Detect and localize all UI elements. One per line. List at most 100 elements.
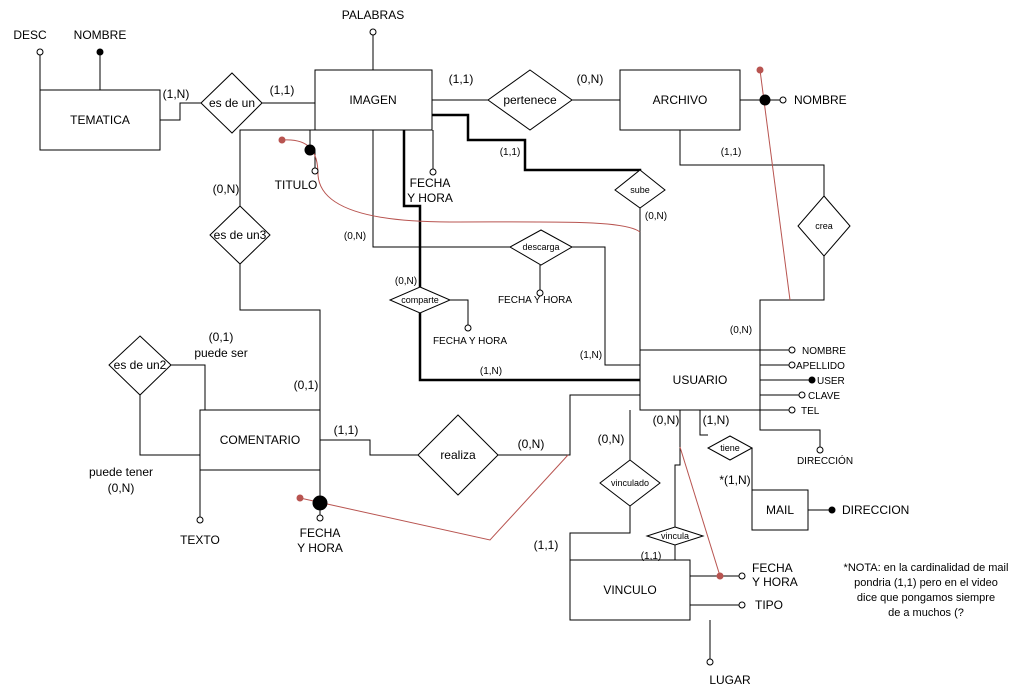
entity-comentario-label: COMENTARIO xyxy=(220,433,300,447)
rel-es-de-un2-label: es de un2 xyxy=(114,358,167,372)
line-vinculado-vinculo xyxy=(569,506,631,560)
attr-fecha-imagen-line1: FECHA xyxy=(410,176,451,190)
annotation-fecha-vinculo xyxy=(679,446,721,577)
rel-vincula-label: vincula xyxy=(661,531,689,541)
attr-marker-titulo xyxy=(311,167,319,175)
card-archivo-pertenece: (0,N) xyxy=(577,72,604,86)
attr-usuario-tel: TEL xyxy=(801,406,820,417)
card-usuario-tiene: (1,N) xyxy=(703,413,730,427)
rel-realiza[interactable] xyxy=(417,414,499,496)
attr-tipo: TIPO xyxy=(755,598,783,612)
attr-mail-direccion: DIRECCION xyxy=(842,503,909,517)
relationship-diamonds xyxy=(108,69,851,546)
attr-marker-desc xyxy=(36,48,44,56)
rel-comparte-label: comparte xyxy=(401,295,439,305)
attr-fecha-vinculo-line1: FECHA xyxy=(752,561,793,575)
rel-pertenece[interactable] xyxy=(487,69,573,131)
attr-usuario-apellido: APELLIDO xyxy=(796,361,845,372)
attr-fecha-descarga: FECHA Y HORA xyxy=(498,295,572,306)
line-comentario-realiza xyxy=(320,439,418,456)
rel-pertenece-label: pertenece xyxy=(503,93,557,107)
cardinality-labels: (1,N) (1,1) (1,1) (0,N) (1,1) (0,N) (1,1… xyxy=(89,72,752,562)
line-imagen-descarga xyxy=(372,130,510,248)
card-imagen-es-de-un: (1,1) xyxy=(270,83,295,97)
card-tematica-es-de-un: (1,N) xyxy=(163,87,190,101)
rel-es-de-un2[interactable] xyxy=(108,335,172,396)
card-imagen-descarga: (0,N) xyxy=(344,231,366,242)
attr-marker-palabras xyxy=(369,28,377,36)
relationship-labels: es de un pertenece sube crea es de un3 d… xyxy=(114,93,833,541)
attr-marker-fecha-comentario xyxy=(316,514,324,522)
entity-archivo-label: ARCHIVO xyxy=(653,93,708,107)
line-attr-fecha-comparte xyxy=(450,299,469,325)
rel-crea[interactable] xyxy=(797,195,851,257)
entity-tematica[interactable] xyxy=(39,89,161,151)
line-usuario-tiene xyxy=(699,410,708,436)
attr-marker-nombre-tematica xyxy=(96,48,104,56)
attr-marker-titulo-key xyxy=(304,144,316,156)
entity-comentario[interactable] xyxy=(199,409,321,471)
attribute-markers xyxy=(36,28,836,666)
attr-texto: TEXTO xyxy=(180,533,220,547)
rel-sube-label: sube xyxy=(630,185,650,195)
attr-marker-archivo-key xyxy=(759,94,771,106)
attr-marker-mail-direccion xyxy=(828,506,836,514)
rel-descarga[interactable] xyxy=(508,229,574,266)
rel-es-de-un-label: es de un xyxy=(209,96,255,110)
card-vinculo-vinculado: (1,1) xyxy=(534,538,559,552)
line-archivo-crea xyxy=(679,130,825,196)
attr-titulo: TITULO xyxy=(275,178,318,192)
attr-nombre-archivo: NOMBRE xyxy=(794,93,847,107)
attr-palabras: PALABRAS xyxy=(342,8,404,22)
rel-es-de-un3[interactable] xyxy=(209,205,271,265)
annotation-lines xyxy=(281,69,791,577)
entity-vinculo[interactable] xyxy=(569,559,691,621)
card-comentario-es-de-un2-note: puede tener xyxy=(89,465,153,479)
entity-archivo[interactable] xyxy=(619,69,741,131)
attr-marker-usuario-user xyxy=(808,376,816,384)
card-vinculo-vincula: (1,1) xyxy=(641,551,662,562)
attribute-labels: DESC NOMBRE PALABRAS FECHA Y HORA TITULO… xyxy=(13,8,909,687)
card-usuario-vincula: (0,N) xyxy=(653,413,680,427)
rel-crea-label: crea xyxy=(815,221,833,231)
card-imagen-sube: (1,1) xyxy=(500,147,521,158)
attr-marker-usuario-tel xyxy=(788,406,796,414)
entity-tematica-label: TEMATICA xyxy=(70,113,130,127)
annotation-dots xyxy=(278,66,764,580)
entity-usuario[interactable] xyxy=(639,349,761,411)
annotation-dot-titulo xyxy=(278,136,286,144)
line-descarga-usuario xyxy=(572,246,640,366)
attr-fecha-comentario-line2: Y HORA xyxy=(297,541,343,555)
rel-tiene[interactable] xyxy=(706,435,754,461)
card-comentario-es-de-un2: (0,N) xyxy=(108,481,135,495)
attr-marker-usuario-clave xyxy=(798,391,806,399)
rel-comparte[interactable] xyxy=(388,286,452,314)
attr-marker-fecha-descarga xyxy=(536,289,544,297)
card-comentario-realiza: (1,1) xyxy=(334,423,359,437)
line-usuario-vincula xyxy=(674,410,681,527)
annotation-dot-archivo xyxy=(756,66,764,74)
entity-imagen-label: IMAGEN xyxy=(349,93,396,107)
line-esdeun2-comentario-top xyxy=(171,364,206,410)
attr-marker-texto xyxy=(196,516,204,524)
attr-fecha-comparte: FECHA Y HORA xyxy=(433,336,507,347)
line-tematica-esdeun xyxy=(160,102,201,121)
rel-vincula[interactable] xyxy=(645,526,705,546)
rel-es-de-un[interactable] xyxy=(200,72,263,134)
entity-mail[interactable] xyxy=(751,489,809,531)
line-esdeun2-comentario-left xyxy=(139,395,200,456)
annotation-dot-comentario xyxy=(296,494,304,502)
attr-marker-lugar xyxy=(706,658,714,666)
rel-vinculado[interactable] xyxy=(599,459,661,507)
card-usuario-crea: (0,N) xyxy=(730,325,752,336)
entity-mail-label: MAIL xyxy=(766,503,794,517)
entity-imagen[interactable] xyxy=(314,69,433,131)
card-usuario-vinculado: (0,N) xyxy=(598,432,625,446)
rel-sube[interactable] xyxy=(614,169,666,209)
annotation-dot-vinculo xyxy=(716,572,724,580)
attr-usuario-direccion: DIRECCIÓN xyxy=(797,454,853,467)
attr-usuario-clave: CLAVE xyxy=(808,391,840,402)
attr-marker-usuario-apellido xyxy=(788,361,796,369)
card-mail-tiene: *(1,N) xyxy=(719,473,750,487)
